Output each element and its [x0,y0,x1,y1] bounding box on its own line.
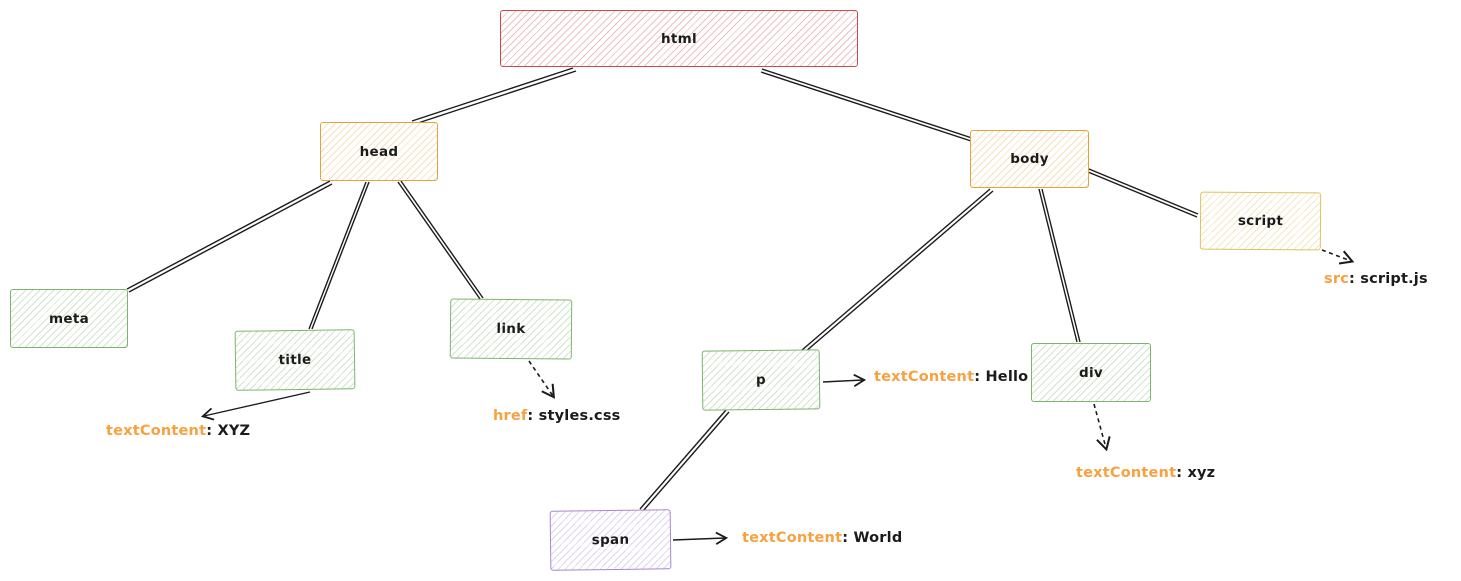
annotation-key: href [493,408,528,424]
annotation-key: textContent [1076,465,1177,481]
annotation-div-textcontent: textContent: xyz [1076,465,1215,481]
annotation-value: xyz [1187,465,1216,481]
annotation-key: textContent [874,369,975,385]
annotation-separator: : [1348,271,1361,287]
annotation-separator: : [206,423,218,439]
annotation-value: styles.css [538,408,621,424]
annotation-separator: : [527,408,539,424]
node-div-label: div [1079,364,1103,381]
edge-body-script [1087,168,1199,218]
edge-head-meta [126,180,333,293]
edge-body-p [801,188,994,353]
node-link: link [449,298,573,360]
annotation-key: textContent [742,530,843,546]
node-meta-label: meta [49,310,89,327]
node-p: p [701,349,821,411]
node-body-label: body [1010,151,1049,167]
annotation-value: XYZ [217,423,251,439]
node-body: body [970,130,1089,188]
annotation-script-src: src: script.js [1324,271,1428,287]
annotation-separator: : [1176,465,1188,481]
arrow-div-annotation [1093,403,1111,452]
edge-body-div [1038,188,1081,343]
annotation-separator: : [974,369,986,385]
node-span-label: span [591,531,630,549]
node-head-label: head [359,143,399,160]
edge-html-head [411,67,577,125]
edge-p-span [639,409,730,512]
node-script-label: script [1237,212,1284,230]
edge-html-body [760,68,973,142]
node-div: div [1031,343,1151,402]
annotation-value: World [853,530,903,546]
annotation-separator: : [842,530,854,546]
node-span: span [549,509,672,571]
edge-head-link [397,180,484,300]
annotation-value: Hello [985,369,1029,385]
node-script: script [1199,191,1322,251]
node-html-label: html [661,30,697,47]
node-meta: meta [10,289,128,348]
annotation-key: src [1324,271,1349,287]
annotation-span-textcontent: textContent: World [742,530,902,546]
arrow-link-annotation [528,360,556,399]
arrow-p-annotation [822,373,867,387]
annotation-p-textcontent: textContent: Hello [874,369,1028,385]
edge-head-title [308,181,370,330]
node-html: html [500,10,858,67]
node-p-label: p [755,371,767,389]
node-link-label: link [496,320,526,338]
annotation-title-textcontent: textContent: XYZ [106,423,250,439]
node-head: head [320,122,438,181]
arrow-span-annotation [672,531,729,545]
annotation-link-href: href: styles.css [493,408,621,424]
arrow-title-annotation [200,391,311,421]
annotation-key: textContent [106,423,207,439]
node-title: title [234,329,356,391]
node-title-label: title [278,351,312,369]
annotation-value: script.js [1360,271,1428,287]
arrow-script-annotation [1321,249,1355,265]
